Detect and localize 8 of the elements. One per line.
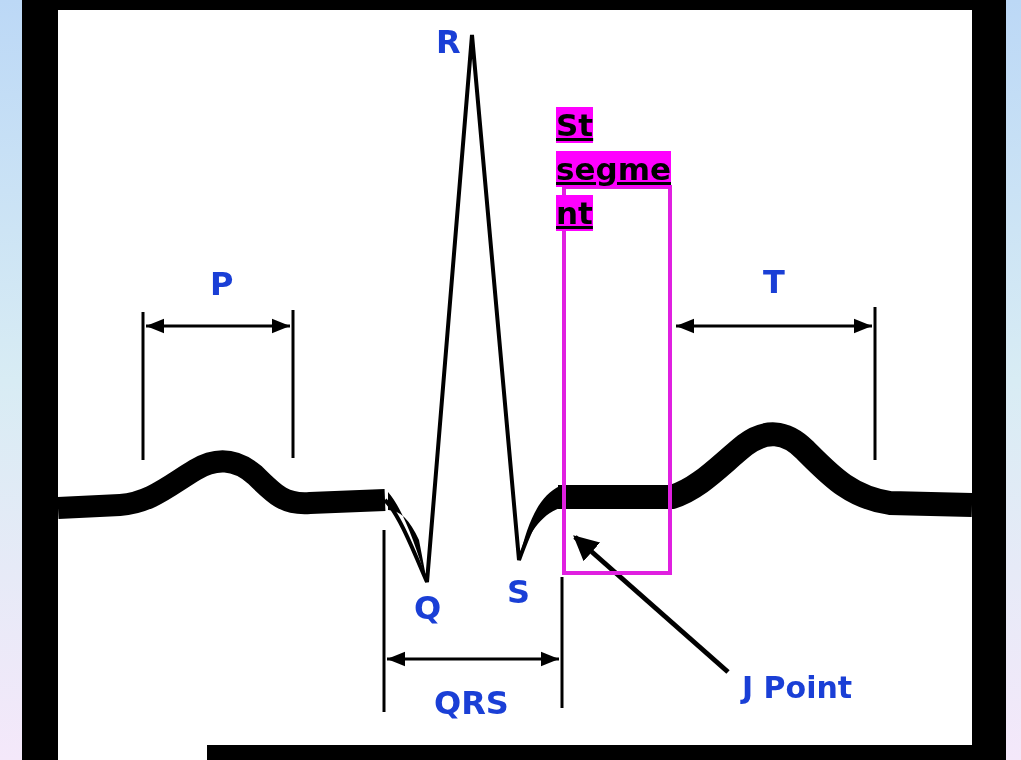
callout-text: J Point <box>742 668 853 708</box>
wave-label: Q <box>414 592 442 624</box>
wave-label: S <box>507 576 531 608</box>
wave-label: R <box>436 26 461 58</box>
leader-arrow <box>573 535 730 674</box>
wave-label: T <box>763 266 785 298</box>
wave-label: P <box>210 268 234 300</box>
wave-label: QRS <box>434 687 509 719</box>
